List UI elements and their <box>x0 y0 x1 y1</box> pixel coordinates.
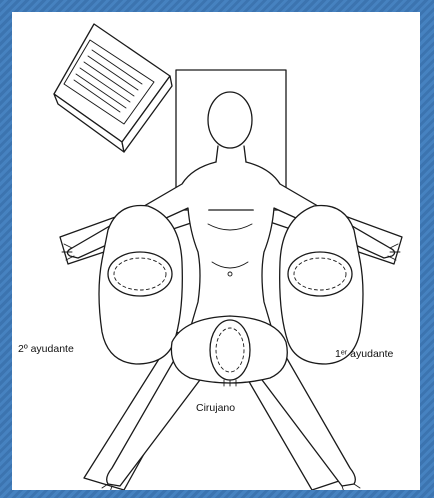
monitor-icon <box>54 24 172 152</box>
first-assistant-figure <box>280 206 363 365</box>
surgical-position-diagram <box>12 12 420 490</box>
second-assistant-figure <box>99 206 182 365</box>
diagram-panel: 2º ayudante 1ᵉʳ ayudante Cirujano <box>12 12 420 490</box>
second-assistant-label: 2º ayudante <box>18 343 74 355</box>
surgeon-figure <box>171 316 287 386</box>
surgeon-label: Cirujano <box>196 402 235 414</box>
first-assistant-label: 1ᵉʳ ayudante <box>335 348 393 360</box>
